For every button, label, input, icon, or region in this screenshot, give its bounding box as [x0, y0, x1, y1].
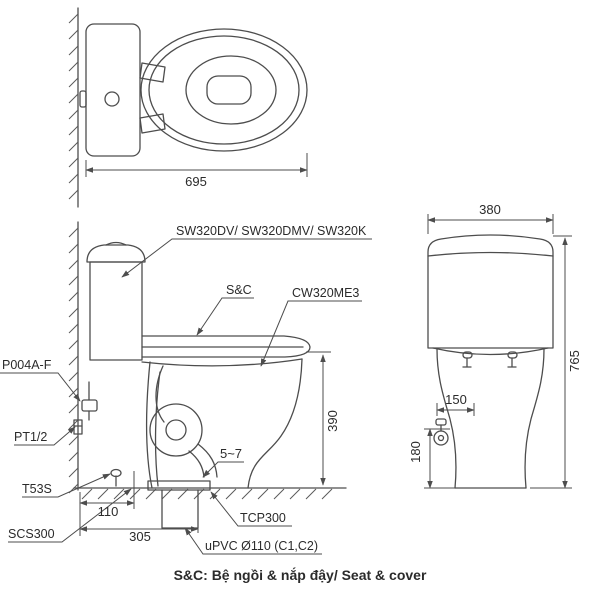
- label-bolt-cap: T53S: [22, 482, 52, 496]
- tank-body-side: [89, 261, 143, 361]
- seat-hinge-stem-right: [507, 357, 517, 368]
- label-supply-valve: P004A-F: [2, 358, 52, 372]
- leader-gap: [202, 461, 244, 478]
- leader-drain-pipe: [184, 527, 322, 555]
- label-flange: TCP300: [240, 511, 286, 525]
- label-seal: SCS300: [8, 527, 55, 541]
- dim-bowl-height: 390: [325, 410, 340, 432]
- wall-hatching-side: [68, 227, 79, 494]
- wall-hatching-top: [68, 13, 79, 200]
- footer-note: S&C: Bệ ngồi & nắp đậy/ Seat & cover: [174, 566, 427, 583]
- leader-lines: [0, 238, 372, 555]
- leader-flange: [210, 491, 292, 527]
- inner-bowl-curve: [155, 365, 165, 423]
- seat-opening: [185, 55, 277, 125]
- dim-tank-width: 380: [479, 202, 501, 217]
- leader-water-inlet: [14, 426, 76, 446]
- leader-seal: [8, 488, 132, 543]
- dim-supply-height: 180: [408, 441, 423, 463]
- drain-pipe-outline: [161, 489, 199, 529]
- leader-bowl-model: [260, 300, 362, 367]
- supply-valve-body: [81, 399, 98, 412]
- label-bowl-model: CW320ME3: [292, 286, 359, 300]
- pedestal-inner-line: [154, 371, 161, 487]
- tank-top-outline: [85, 23, 141, 157]
- seat-hinge-stem-left: [462, 357, 472, 368]
- tank-lid-dome: [105, 241, 127, 246]
- dim-380-extensions: [427, 214, 554, 234]
- supply-inlet-center: [437, 434, 445, 442]
- tank-front-outline: [427, 234, 554, 349]
- bowl-back-profile: [145, 361, 153, 489]
- tank-lid-side: [86, 244, 146, 263]
- flush-button-tab: [79, 90, 87, 108]
- dim-overall-height: 765: [567, 350, 582, 372]
- top-view: [68, 7, 308, 208]
- seat-front-edge: [432, 347, 549, 356]
- dim-overall-depth: 695: [185, 174, 207, 189]
- supply-inlet-cap: [435, 418, 447, 426]
- seat-inner-detail: [206, 75, 252, 105]
- flush-button: [104, 91, 120, 107]
- trapway-outer: [149, 403, 203, 457]
- tank-lid-front-line: [427, 251, 554, 257]
- bowl-front-right-side: [524, 348, 545, 489]
- supply-inlet-circle: [433, 430, 449, 446]
- leader-seat-cover: [196, 297, 254, 336]
- seat-lid-inner: [148, 35, 300, 145]
- dim-bolt-to-wall: 110: [98, 504, 119, 519]
- side-view: [68, 221, 347, 536]
- supply-pipes: [73, 381, 90, 427]
- dim-gap: 5~7: [220, 446, 242, 461]
- bowl-front-left-side: [436, 348, 457, 489]
- label-water-inlet: PT1/2: [14, 430, 47, 444]
- front-view: [424, 214, 572, 489]
- label-tank-models: SW320DV/ SW320DMV/ SW320K: [176, 224, 367, 238]
- seat-cover-side: [141, 335, 311, 358]
- dim-765-extensions: [530, 235, 572, 489]
- bowl-front-profile: [247, 358, 303, 489]
- trapway-inner: [165, 419, 187, 441]
- label-seat-cover: S&C: [226, 283, 252, 297]
- dim-rough-in: 305: [129, 529, 151, 544]
- floor-flange: [147, 480, 211, 491]
- leader-tank-models: [121, 238, 372, 278]
- label-drain-pipe: uPVC Ø110 (C1,C2): [205, 539, 318, 553]
- annotations: 695 SW320DV/ SW320DMV/ SW320K S&C CW320M…: [2, 174, 582, 583]
- leader-bolt-cap: [22, 473, 111, 498]
- dim-supply-offset: 150: [445, 392, 467, 407]
- bowl-rim-underside: [141, 358, 303, 367]
- seat-lid-outer: [140, 28, 308, 152]
- dim-180-extensions: [424, 428, 455, 489]
- leader-supply-valve: [0, 372, 81, 402]
